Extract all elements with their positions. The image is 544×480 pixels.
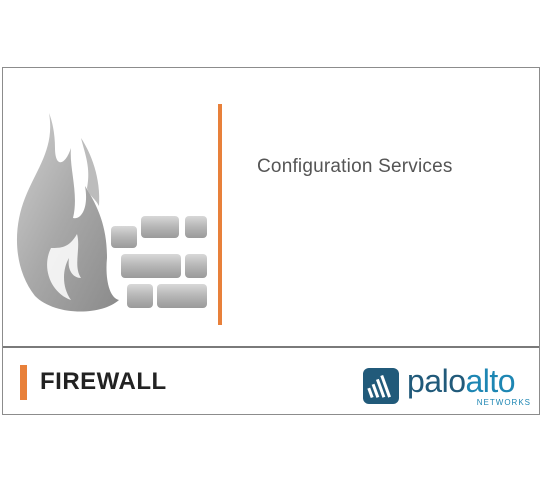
accent-divider [218, 104, 222, 325]
brand-name-part1: palo [407, 363, 466, 399]
brand-logo: paloalto NETWORKS [363, 362, 535, 408]
card-top: Configuration Services [3, 68, 539, 346]
card-bottom: FIREWALL paloalto NETWORKS [3, 348, 539, 414]
firewall-flame-icon [16, 113, 207, 312]
brand-subtitle: NETWORKS [476, 398, 531, 407]
accent-tag [20, 365, 27, 400]
title-card: Configuration Services FIREWALL paloalto… [2, 67, 540, 415]
brand-name-part2: alto [465, 363, 516, 399]
section-label: FIREWALL [40, 368, 167, 395]
page-title: Configuration Services [257, 156, 453, 177]
section-divider [3, 346, 539, 348]
paloalto-badge-icon [363, 368, 399, 404]
brand-name: paloalto [407, 362, 516, 400]
